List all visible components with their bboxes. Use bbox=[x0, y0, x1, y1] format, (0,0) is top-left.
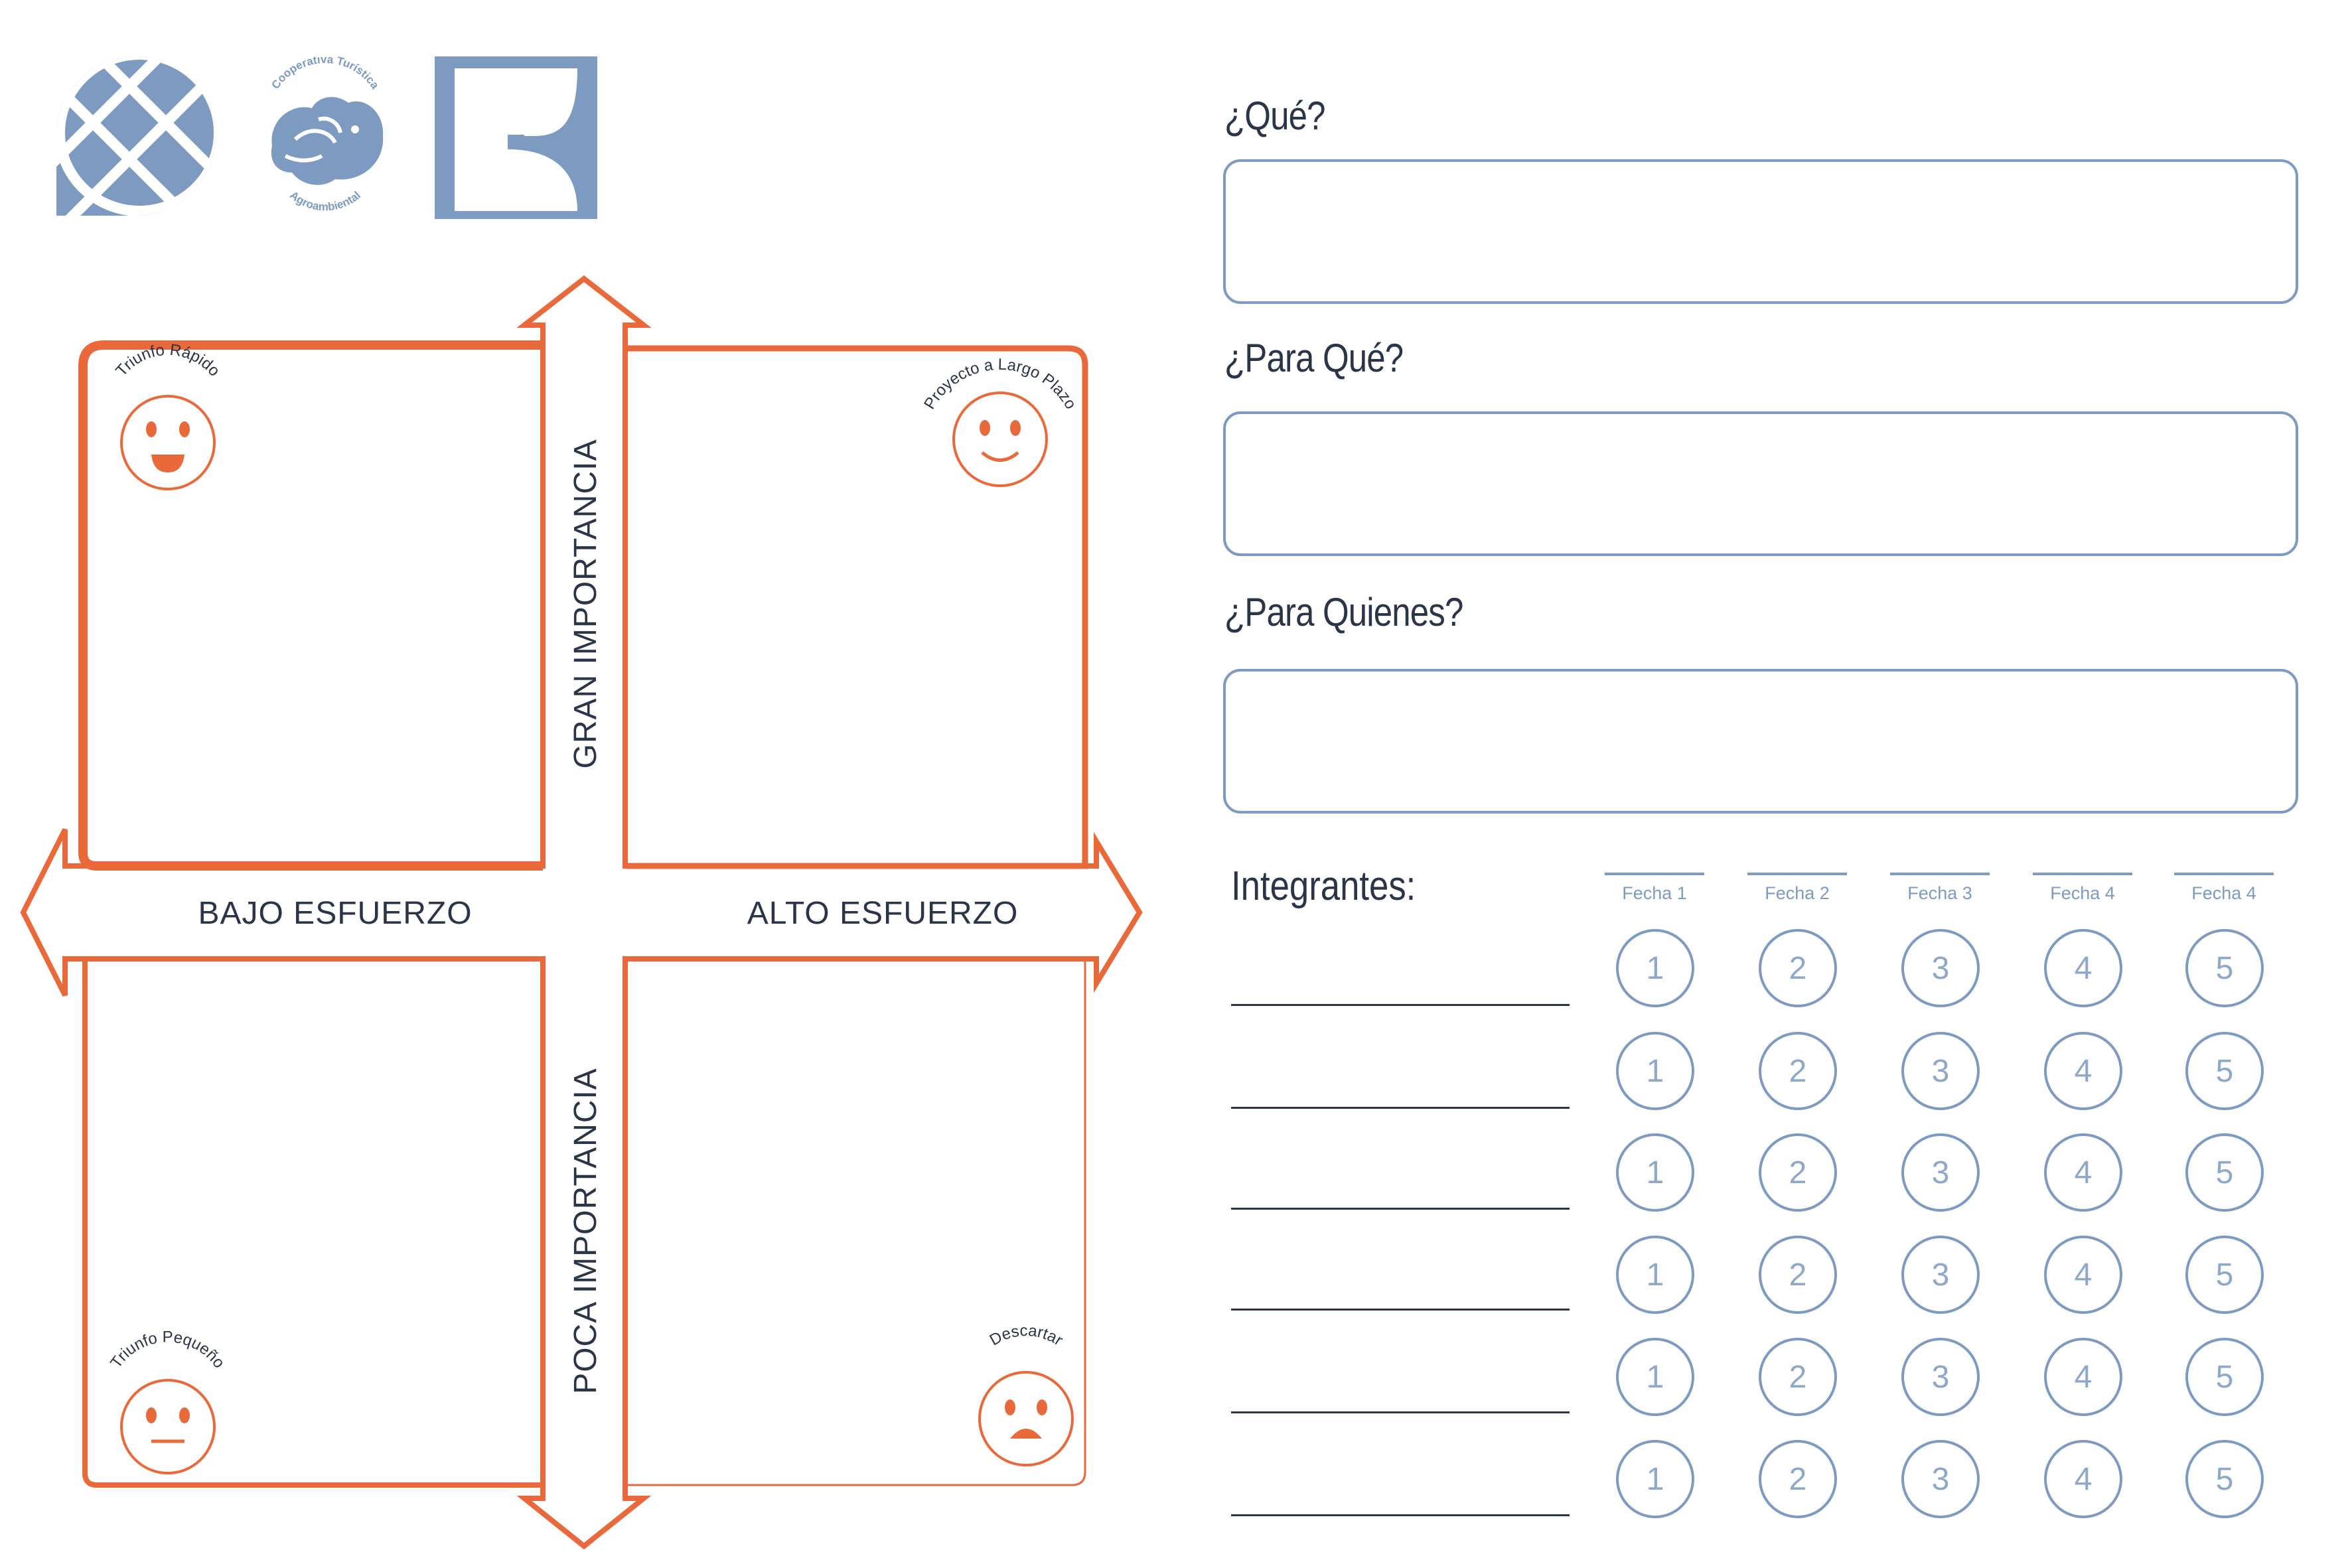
integrante-name-line[interactable] bbox=[1231, 1004, 1570, 1006]
rating-circle-5[interactable]: 5 bbox=[2185, 1440, 2264, 1518]
axis-label-high-effort: ALTO ESFUERZO bbox=[747, 896, 1019, 931]
integrantes-title: Integrantes: bbox=[1231, 863, 1416, 909]
quadrant-label-discard: Descartar bbox=[987, 1322, 1066, 1350]
rating-circle-4[interactable]: 4 bbox=[2044, 1032, 2122, 1110]
svg-text:Triunfo Pequeño: Triunfo Pequeño bbox=[107, 1328, 228, 1372]
rating-circle-1[interactable]: 1 bbox=[1616, 1236, 1694, 1314]
rating-circle-2[interactable]: 2 bbox=[1759, 1338, 1837, 1416]
integrante-name-line[interactable] bbox=[1231, 1514, 1570, 1516]
question-para-quienes-label: ¿Para Quienes? bbox=[1224, 590, 1463, 634]
fecha-header-1: Fecha 1 bbox=[1605, 873, 1704, 904]
question-que-label: ¿Qué? bbox=[1224, 94, 1326, 138]
integrante-name-line[interactable] bbox=[1231, 1309, 1570, 1311]
quadrant-bottom-right bbox=[625, 958, 1086, 1486]
priority-matrix: BAJO ESFUERZO ALTO ESFUERZO GRAN IMPORTA… bbox=[20, 275, 1143, 1550]
rating-circle-4[interactable]: 4 bbox=[2044, 1338, 2122, 1416]
rating-circle-1[interactable]: 1 bbox=[1616, 929, 1694, 1007]
fecha-header-5: Fecha 4 bbox=[2174, 873, 2274, 904]
question-para-que-label: ¿Para Qué? bbox=[1224, 336, 1404, 380]
rating-circle-1[interactable]: 1 bbox=[1616, 1440, 1694, 1518]
rating-circle-3[interactable]: 3 bbox=[1901, 1236, 1980, 1314]
quadrant-label-small-win: Triunfo Pequeño bbox=[107, 1328, 228, 1372]
k-logo bbox=[435, 56, 597, 219]
quadrant-label-long-term-project: Proyecto a Largo Plazo bbox=[920, 356, 1080, 413]
quadrant-top-right bbox=[625, 345, 1088, 869]
axis-label-high-importance: GRAN IMPORTANCIA bbox=[568, 439, 603, 769]
rating-circle-4[interactable]: 4 bbox=[2044, 929, 2122, 1007]
rating-circle-4[interactable]: 4 bbox=[2044, 1133, 2122, 1212]
rating-circle-5[interactable]: 5 bbox=[2185, 1032, 2264, 1110]
fecha-header-4: Fecha 4 bbox=[2033, 873, 2132, 904]
rating-circle-2[interactable]: 2 bbox=[1759, 1133, 1837, 1212]
rating-circle-4[interactable]: 4 bbox=[2044, 1236, 2122, 1314]
fecha-header-2: Fecha 2 bbox=[1747, 873, 1847, 904]
cooperativa-logo: Cooperativa Turística Agroambiental bbox=[269, 56, 384, 213]
face-neutral-icon bbox=[120, 1379, 216, 1474]
rating-circle-3[interactable]: 3 bbox=[1901, 1032, 1980, 1110]
rating-circle-5[interactable]: 5 bbox=[2185, 1236, 2264, 1314]
rating-circle-3[interactable]: 3 bbox=[1901, 929, 1980, 1007]
axis-cross-arrow bbox=[20, 275, 1143, 1550]
rating-circle-5[interactable]: 5 bbox=[2185, 929, 2264, 1007]
quadrant-bottom-left bbox=[82, 956, 543, 1488]
axis-label-low-importance: POCA IMPORTANCIA bbox=[568, 1068, 603, 1394]
globe-logo bbox=[56, 56, 216, 216]
face-smile-icon bbox=[952, 392, 1048, 487]
rating-circle-1[interactable]: 1 bbox=[1616, 1133, 1694, 1212]
rating-circle-2[interactable]: 2 bbox=[1759, 1440, 1837, 1518]
fecha-header-3: Fecha 3 bbox=[1890, 873, 1990, 904]
rating-circle-3[interactable]: 3 bbox=[1901, 1338, 1980, 1416]
rating-circle-4[interactable]: 4 bbox=[2044, 1440, 2122, 1518]
rating-circle-5[interactable]: 5 bbox=[2185, 1133, 2264, 1212]
svg-text:Descartar: Descartar bbox=[987, 1322, 1066, 1350]
rating-circle-5[interactable]: 5 bbox=[2185, 1338, 2264, 1416]
rating-circle-1[interactable]: 1 bbox=[1616, 1338, 1694, 1416]
rating-circle-1[interactable]: 1 bbox=[1616, 1032, 1694, 1110]
question-para-que-answer-box[interactable] bbox=[1223, 411, 2298, 556]
svg-text:Proyecto a Largo Plazo: Proyecto a Largo Plazo bbox=[920, 356, 1080, 413]
rating-circle-3[interactable]: 3 bbox=[1901, 1133, 1980, 1212]
integrante-name-line[interactable] bbox=[1231, 1107, 1570, 1109]
question-que-answer-box[interactable] bbox=[1223, 159, 2298, 304]
rating-circle-2[interactable]: 2 bbox=[1759, 929, 1837, 1007]
face-big-smile-icon bbox=[120, 395, 216, 490]
question-para-quienes-answer-box[interactable] bbox=[1223, 669, 2298, 814]
rating-circle-2[interactable]: 2 bbox=[1759, 1236, 1837, 1314]
integrante-name-line[interactable] bbox=[1231, 1411, 1570, 1413]
axis-label-low-effort: BAJO ESFUERZO bbox=[198, 896, 472, 931]
face-sad-icon bbox=[978, 1371, 1074, 1466]
integrante-name-line[interactable] bbox=[1231, 1208, 1570, 1210]
rating-circle-3[interactable]: 3 bbox=[1901, 1440, 1980, 1518]
rating-circle-2[interactable]: 2 bbox=[1759, 1032, 1837, 1110]
